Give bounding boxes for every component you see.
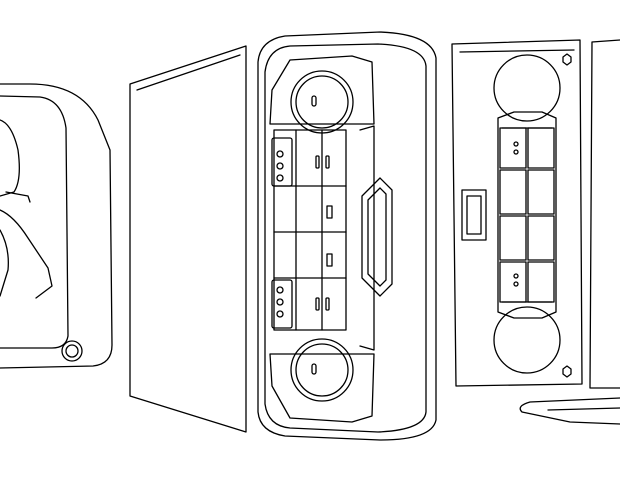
indicator-dot-icon <box>513 273 519 279</box>
indicator-dot-icon <box>276 286 284 294</box>
knob-icon <box>493 54 561 122</box>
knob-bottom <box>290 338 354 402</box>
screw-icon <box>562 53 572 66</box>
knob-icon <box>493 306 561 374</box>
indicator-dot-icon <box>276 174 284 182</box>
mount-hole-icon <box>61 340 83 362</box>
indicator-dot-icon <box>513 149 519 155</box>
radio-faceplate <box>257 31 437 441</box>
indicator-dot-icon <box>276 162 284 170</box>
indicator-dot-icon <box>513 141 519 147</box>
side-handle <box>361 177 393 297</box>
button-grid <box>271 129 347 331</box>
knob-icon <box>290 338 354 402</box>
indicator-dot-icon <box>276 298 284 306</box>
screw-icon <box>562 365 572 378</box>
rear-button-grid <box>499 127 555 303</box>
indicator-dot-icon <box>513 281 519 287</box>
right-edge-panel <box>519 39 620 425</box>
flat-side-panel <box>129 45 247 433</box>
left-console-panel <box>0 83 113 369</box>
slot-icon <box>461 189 487 241</box>
radio-rear-panel <box>451 39 583 387</box>
indicator-dot-icon <box>276 150 284 158</box>
slot <box>461 189 487 241</box>
indicator-dot-icon <box>276 310 284 318</box>
